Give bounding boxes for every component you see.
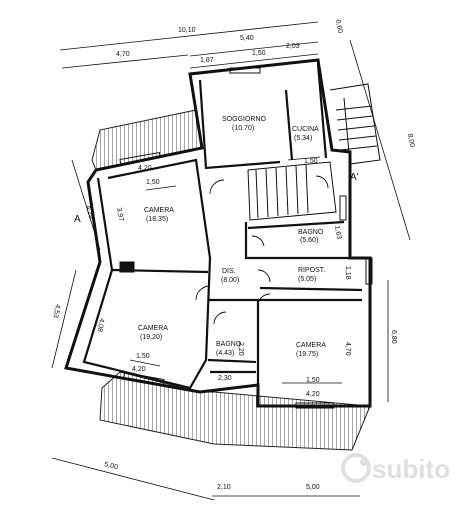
dim-left-outer: 4,53 [52, 304, 61, 319]
dim-w-camera-se: 4,20 [306, 391, 320, 398]
dim-bottom-b: 5,00 [306, 484, 320, 491]
dim-kitchen-step: 1,50 [304, 158, 318, 165]
dim-h-ripost: 1,18 [344, 266, 351, 280]
watermark: subito [341, 453, 450, 484]
room-bagno-e-area: (5.60) [300, 237, 318, 244]
dim-top-c: 2,03 [286, 43, 300, 50]
dim-w-bagno-s: 2,30 [218, 375, 232, 382]
room-soggiorno-name: SOGGIORNO [222, 116, 267, 123]
windows [119, 67, 373, 409]
dim-h-bagno-e: 1,63 [333, 225, 342, 240]
dim-top-a: 1,87 [200, 57, 214, 64]
room-bagno-s-name: BAGNO [216, 341, 242, 348]
dim-bottom-a: 2,10 [217, 484, 231, 491]
staircase-right [329, 83, 381, 165]
dim-right-lower: 6,80 [390, 330, 397, 344]
interior-walls [82, 63, 363, 390]
staircase-center [247, 161, 337, 221]
dim-top-b: 1,50 [252, 50, 266, 57]
dim-left-inner: 4,29 [84, 205, 94, 220]
outer-walls [64, 58, 372, 408]
section-mark-right: A' [350, 172, 359, 183]
room-ripost-name: RIPOST. [298, 267, 325, 274]
dim-h-camera-nw: 3,97 [115, 207, 124, 222]
terrace-bottom [99, 371, 371, 451]
dim-top-right: 5,40 [240, 35, 254, 42]
dim-right-long: 8,00 [406, 133, 415, 148]
room-ripost-area: (5.05) [298, 276, 316, 283]
room-camera-nw-name: CAMERA [144, 207, 174, 214]
dim-top-tiny: 0,60 [334, 19, 343, 34]
room-bagno-e-name: BAGNO [298, 229, 324, 236]
dim-w-camera-nw: 4,20 [138, 165, 152, 172]
dim-w-camera-sw: 4,20 [132, 366, 146, 373]
dim-top-left: 4,70 [116, 51, 130, 58]
dim-win-camera-nw: 1,50 [146, 179, 160, 186]
room-dis-name: DIS. [222, 268, 236, 275]
room-bagno-s-area: (4.43) [216, 350, 234, 357]
room-cucina-name: CUCINA [292, 126, 319, 133]
subito-logo-icon [341, 453, 371, 483]
terrace-top-left [91, 109, 203, 171]
room-camera-se-area: (19.75) [296, 351, 318, 358]
dim-win-camera-sw: 1,50 [136, 353, 150, 360]
section-mark-left: A [74, 214, 81, 225]
room-camera-sw-area: (19.20) [140, 334, 162, 341]
dimension-lines [51, 21, 411, 501]
room-soggiorno-area: (10.70) [232, 125, 254, 132]
room-camera-se-name: CAMERA [296, 342, 326, 349]
dim-h-camera-se: 4,70 [344, 342, 351, 356]
dim-h-bagno-s: 2,20 [237, 342, 244, 356]
doors [195, 175, 329, 325]
room-camera-nw-area: (18.35) [146, 216, 168, 223]
watermark-text: subito [372, 454, 450, 484]
dim-h-camera-sw: 4,08 [96, 318, 105, 333]
room-camera-sw-name: CAMERA [138, 325, 168, 332]
dim-top-total: 10,10 [178, 27, 196, 34]
room-cucina-area: (5.34) [294, 135, 312, 142]
dim-bottom-left: 5,00 [104, 461, 119, 471]
room-dis-area: (8.00) [221, 277, 239, 284]
dim-win-camera-se: 1,50 [306, 377, 320, 384]
